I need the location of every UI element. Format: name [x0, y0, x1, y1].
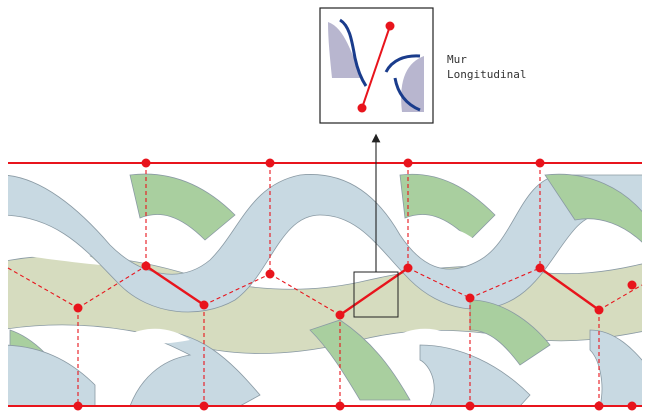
braided-strip	[8, 163, 642, 406]
inset-left-curve	[339, 18, 368, 87]
inset-detail	[319, 7, 434, 124]
band-green-upper	[129, 173, 642, 243]
inset-edge	[361, 25, 391, 109]
inset-label-line2: Longitudinal	[447, 68, 526, 81]
gap-shapes	[20, 227, 485, 344]
solid-edges	[145, 265, 600, 316]
grid-nodes	[73, 158, 637, 411]
dashed-diagonals	[7, 265, 643, 316]
inset-right-curve	[384, 54, 421, 112]
inset-right-shape	[401, 56, 424, 112]
dashed-verticals	[77, 163, 600, 406]
inset-node-top	[385, 21, 395, 31]
inset-node-bottom	[357, 103, 367, 113]
band-blue-lower	[8, 329, 642, 406]
inset-left-shape	[328, 22, 362, 78]
inset-label-line1: Mur	[447, 53, 467, 66]
